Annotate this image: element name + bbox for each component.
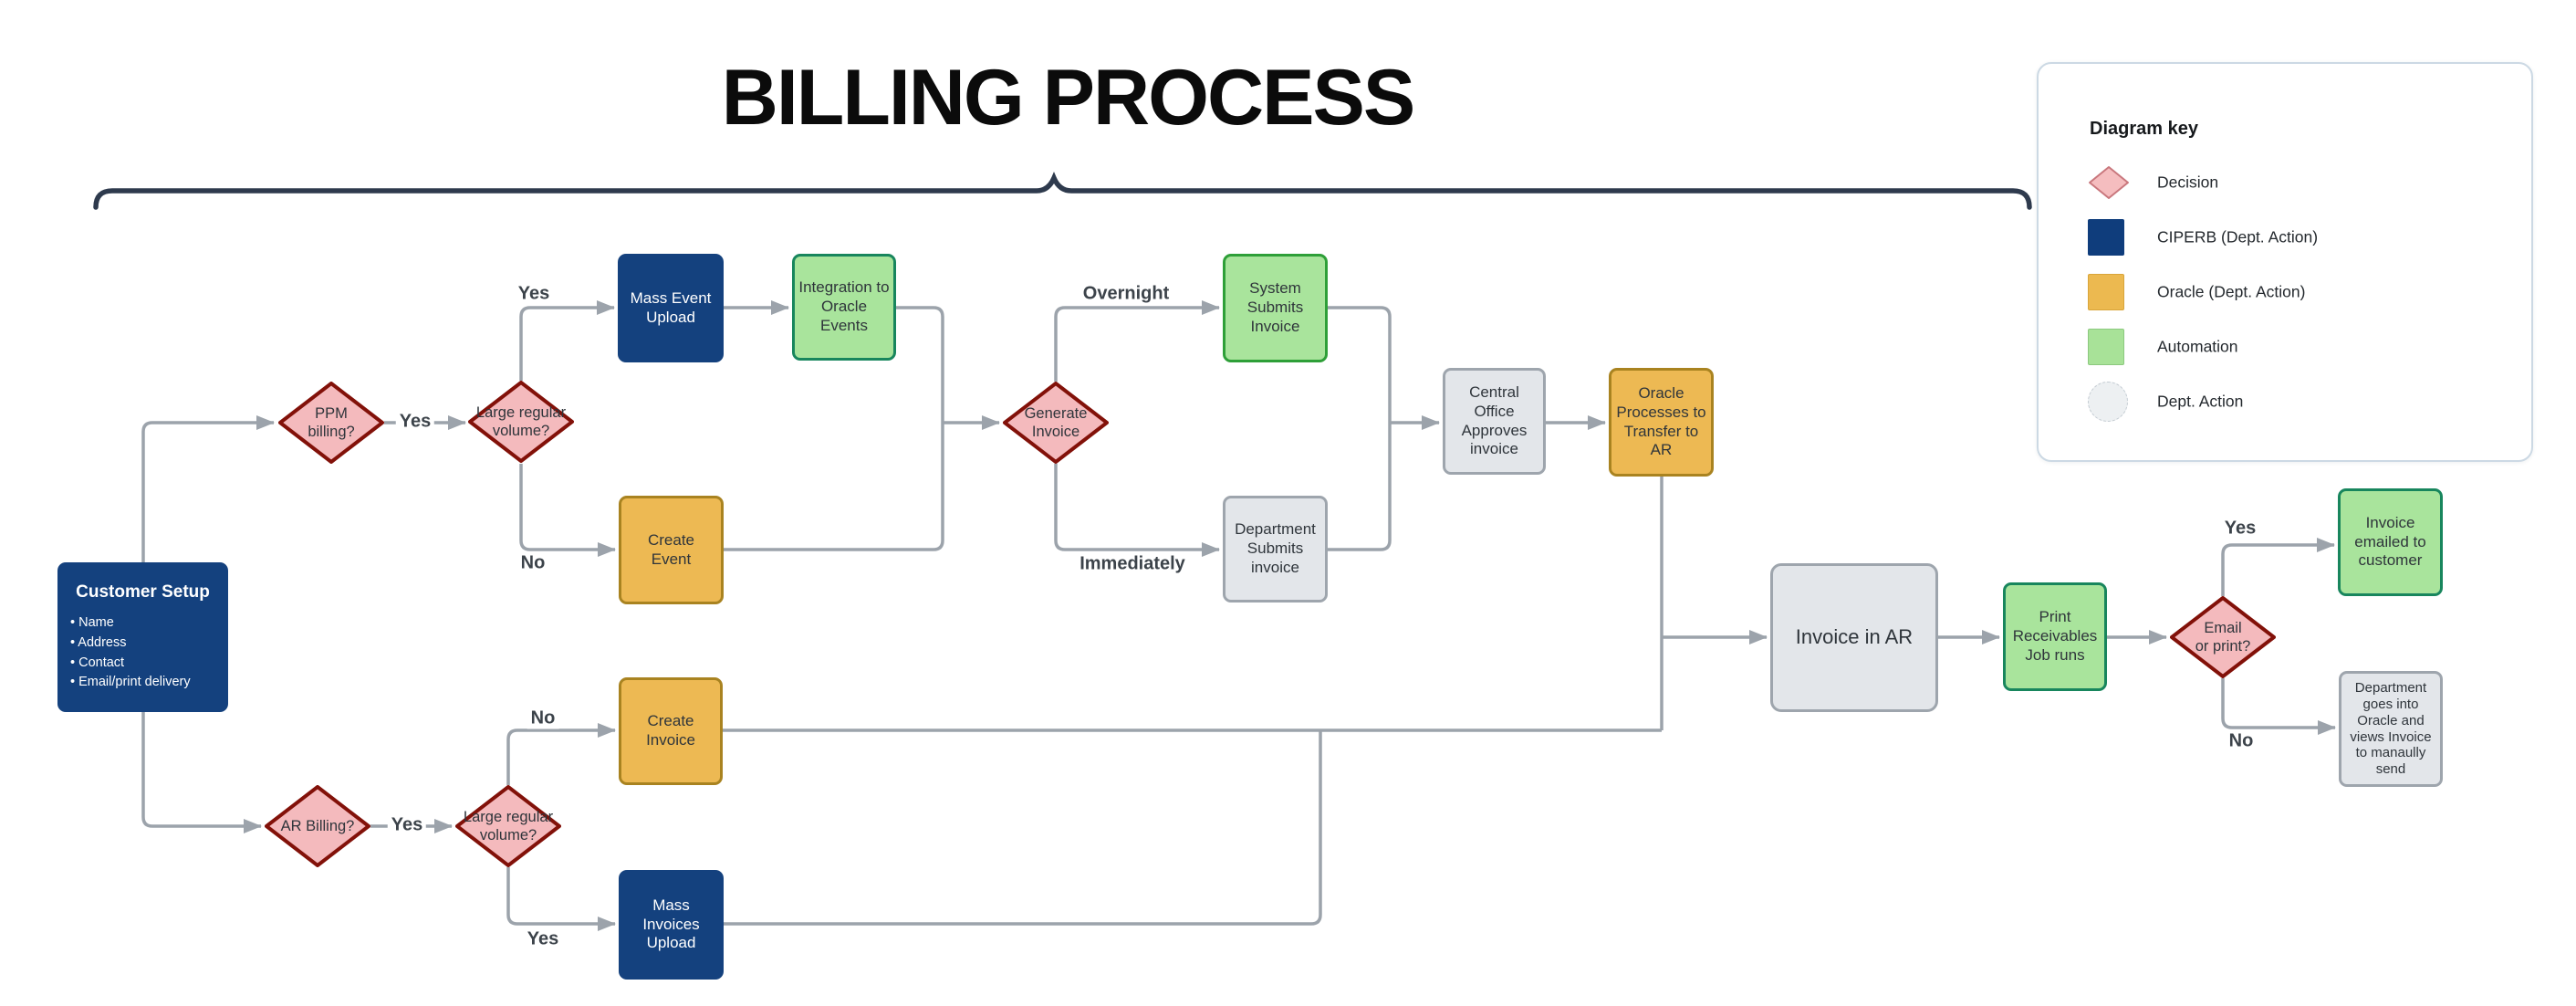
key-row-ciperb: CIPERB (Dept. Action)	[2039, 210, 2531, 265]
key-swatch-decision-icon	[2089, 166, 2129, 199]
edge-label-ppm-yes: Yes	[395, 411, 435, 433]
edge-label-lrv-top-no: No	[516, 552, 549, 574]
edge-label-lrv-bottom-yes: Yes	[523, 928, 563, 950]
diamond-shape	[455, 785, 561, 867]
edge-label-ar-yes: Yes	[387, 814, 427, 836]
key-row-oracle: Oracle (Dept. Action)	[2039, 265, 2531, 320]
node-ar-billing[interactable]: AR Billing?	[265, 785, 370, 867]
key-row-decision: Decision	[2039, 155, 2531, 210]
node-label: AR Billing?	[280, 817, 355, 834]
edge-label-immediately: Immediately	[1076, 553, 1189, 575]
edge-label-lrv-top-yes: Yes	[514, 283, 554, 305]
diamond-shape	[278, 382, 384, 464]
key-row-automation: Automation	[2039, 320, 2531, 374]
key-label-automation: Automation	[2157, 337, 2238, 356]
key-swatch-automation-icon	[2088, 329, 2124, 365]
key-label-oracle: Oracle (Dept. Action)	[2157, 282, 2306, 301]
edge-label-lrv-bottom-no: No	[527, 707, 559, 729]
node-customer-setup[interactable]: Customer Setup • Name• Address• Contact• …	[57, 562, 228, 712]
diamond-shape	[265, 785, 370, 867]
diamond-shape	[2170, 596, 2276, 678]
customer-setup-bullets: • Name• Address• Contact• Email/print de…	[70, 615, 191, 690]
edge-label-email-no: No	[2225, 730, 2258, 752]
page-title: BILLING PROCESS	[721, 54, 1415, 141]
node-label: Invoice in AR	[1795, 625, 1914, 649]
key-swatch-oracle-icon	[2088, 274, 2124, 310]
diamond-shape	[1003, 382, 1109, 464]
edge-label-email-yes: Yes	[2220, 518, 2260, 540]
diamond-shape	[468, 381, 574, 463]
key-label-decision: Decision	[2157, 173, 2219, 192]
key-label-dept-action: Dept. Action	[2157, 392, 2244, 411]
key-swatch-ciperb-icon	[2088, 219, 2124, 256]
key-swatch-dept-action-icon	[2088, 382, 2128, 422]
customer-setup-title: Customer Setup	[76, 582, 210, 602]
brace	[93, 172, 2032, 210]
diagram-key-title: Diagram key	[2090, 119, 2198, 139]
key-row-dept-action: Dept. Action	[2039, 374, 2531, 429]
edge-label-overnight: Overnight	[1079, 283, 1173, 305]
key-label-ciperb: CIPERB (Dept. Action)	[2157, 227, 2319, 246]
node-invoice-in-ar[interactable]: Invoice in AR	[1770, 563, 1938, 712]
